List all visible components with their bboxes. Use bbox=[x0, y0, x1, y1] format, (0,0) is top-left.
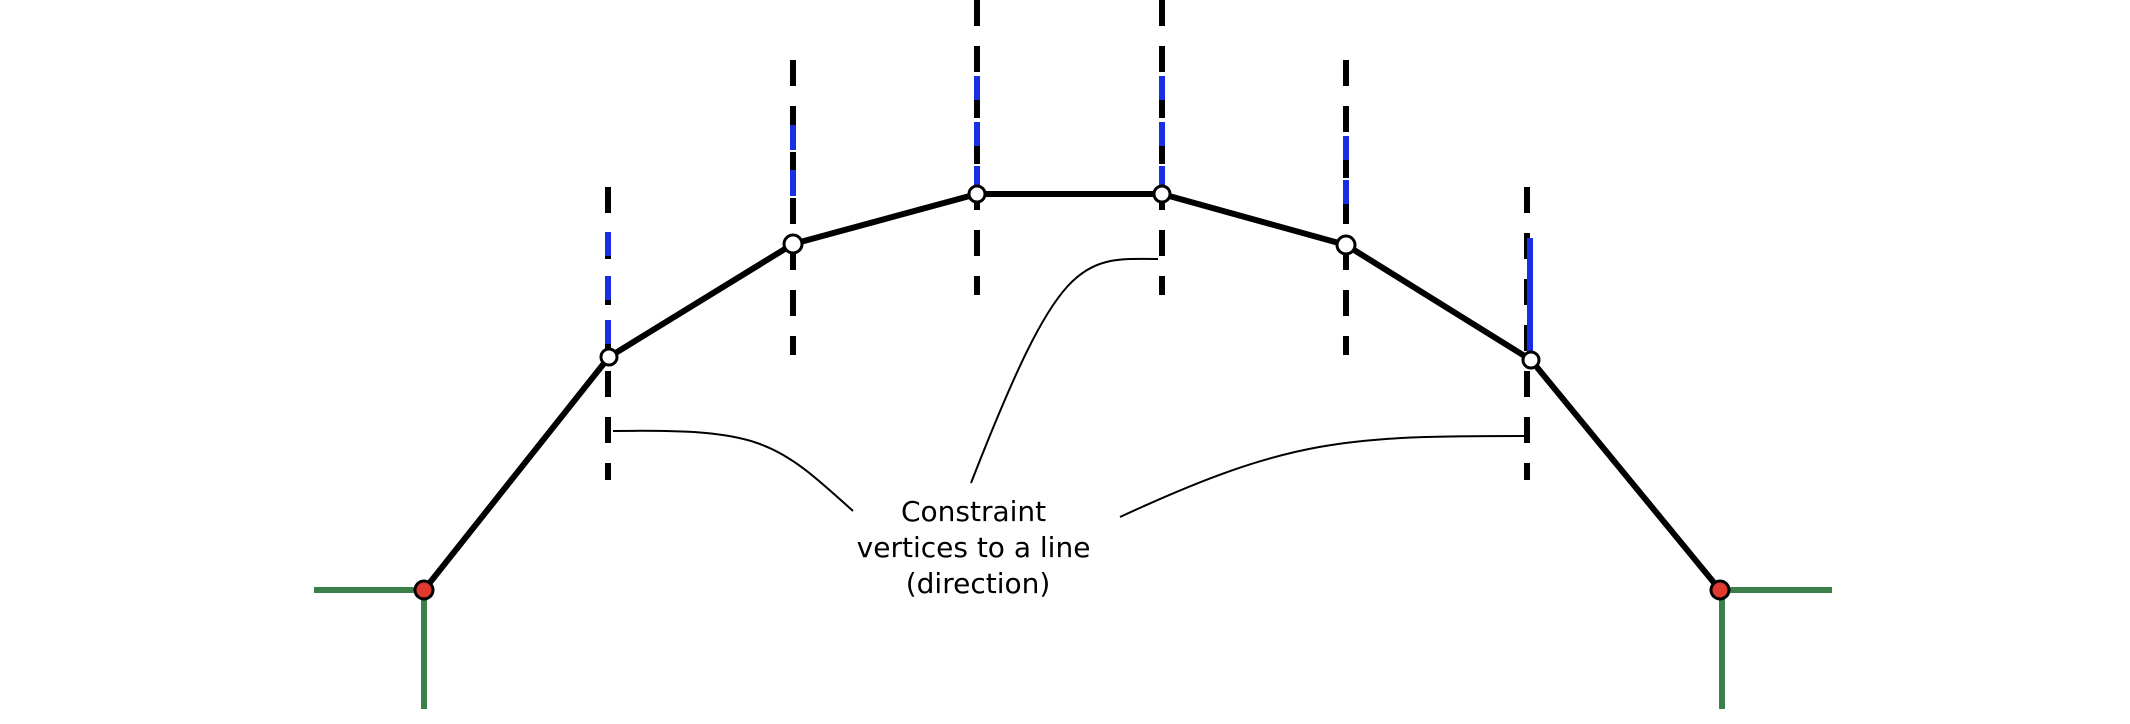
free-vertex-4 bbox=[1152, 184, 1172, 204]
leader-right bbox=[1119, 435, 1526, 518]
anchored-vertex-left bbox=[413, 579, 435, 601]
annotation-line-3: (direction) bbox=[906, 567, 1051, 600]
annotation-line-1: Constraint bbox=[901, 495, 1046, 528]
free-vertex-2 bbox=[782, 233, 804, 255]
free-vertex-3 bbox=[967, 184, 987, 204]
free-vertex-6 bbox=[1521, 350, 1541, 370]
annotation-label: Constraint vertices to a line (direction… bbox=[857, 495, 1100, 600]
anchored-vertices bbox=[413, 579, 1731, 601]
anchored-vertex-right bbox=[1709, 579, 1731, 601]
constraint-guide-lines bbox=[605, 0, 1530, 480]
constrained-polyline bbox=[421, 191, 1723, 593]
annotation-leaders bbox=[612, 257, 1526, 518]
free-vertex-5 bbox=[1335, 234, 1357, 256]
right-anchor-support bbox=[1719, 587, 1832, 709]
left-anchor-support bbox=[314, 587, 427, 709]
free-vertex-1 bbox=[599, 347, 619, 367]
leader-center bbox=[970, 257, 1159, 484]
leader-left bbox=[612, 429, 854, 512]
annotation-line-2: vertices to a line bbox=[857, 531, 1091, 564]
direction-indicators bbox=[605, 76, 1533, 352]
free-vertices bbox=[599, 184, 1541, 370]
